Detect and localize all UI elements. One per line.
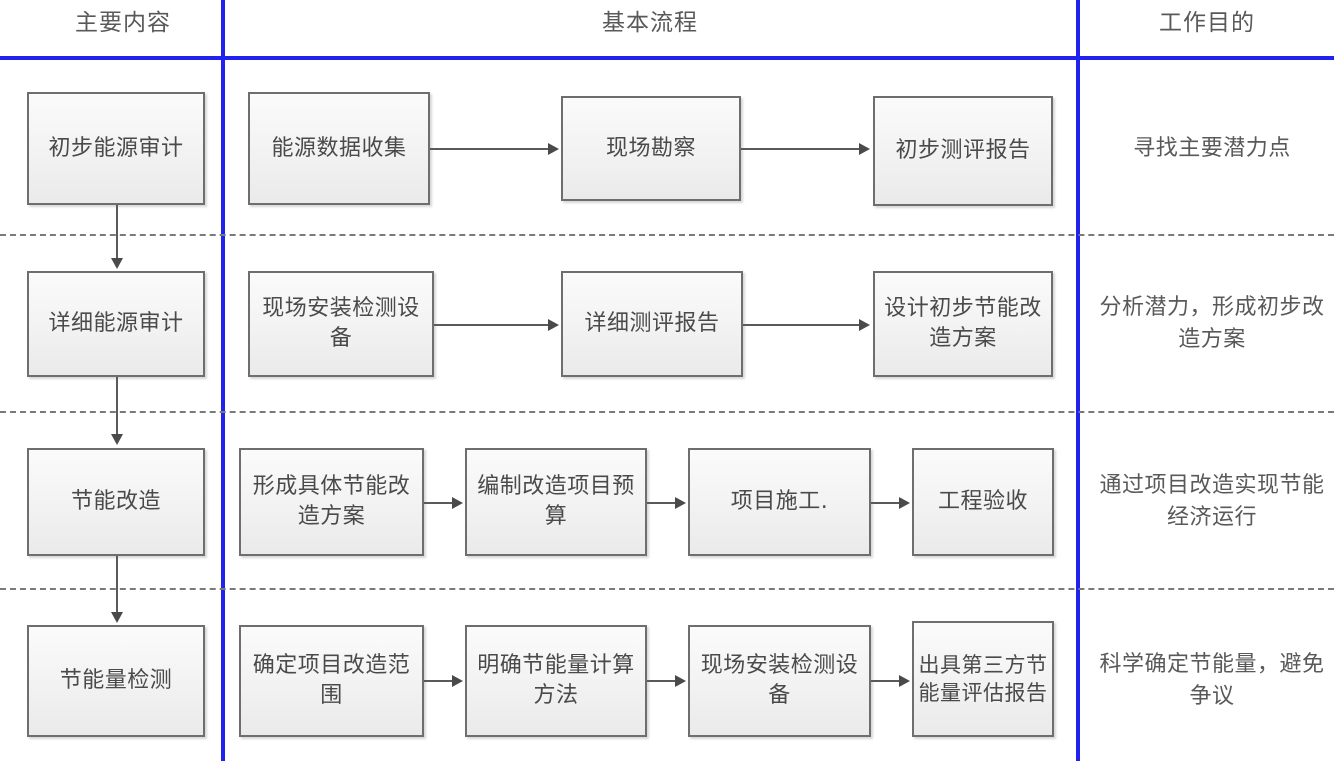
process-box-r3-s2[interactable]: 编制改造项目预算 (465, 448, 647, 556)
column-header-work-purpose: 工作目的 (1159, 10, 1255, 36)
arrow-main-r2-to-r3 (111, 434, 123, 445)
process-box-r3-s1[interactable]: 形成具体节能改造方案 (239, 448, 424, 556)
purpose-text-row-3: 通过项目改造实现节能经济运行 (1099, 473, 1325, 530)
connector-r1-s1-to-s2 (430, 148, 548, 150)
connector-r4-s2-to-s3 (647, 680, 675, 682)
process-box-r1-s2[interactable]: 现场勘察 (561, 96, 741, 201)
connector-r3-s2-to-s3 (647, 502, 675, 504)
arrow-r2-s1-to-s2 (548, 319, 559, 331)
arrow-r1-s2-to-s3 (859, 143, 870, 155)
row-separator-3 (0, 588, 1334, 590)
connector-main-r1-to-r2 (116, 205, 118, 262)
arrow-r3-s3-to-s4 (899, 497, 910, 509)
process-box-r2-s1[interactable]: 现场安装检测设备 (248, 271, 434, 377)
process-box-r1-s1[interactable]: 能源数据收集 (248, 92, 430, 205)
arrow-main-r3-to-r4 (111, 612, 123, 623)
process-box-r3-s3[interactable]: 项目施工. (688, 448, 871, 556)
connector-main-r2-to-r3 (116, 377, 118, 438)
column-divider-right (1076, 0, 1080, 761)
row-separator-2 (0, 411, 1334, 413)
connector-r3-s1-to-s2 (424, 502, 452, 504)
connector-main-r3-to-r4 (116, 556, 118, 616)
purpose-text-row-2: 分析潜力，形成初步改造方案 (1099, 295, 1325, 352)
process-box-r4-s4[interactable]: 出具第三方节能量评估报告 (912, 621, 1054, 737)
column-header-main-content: 主要内容 (75, 10, 171, 36)
process-box-r4-s2[interactable]: 明确节能量计算方法 (465, 625, 647, 737)
main-content-box-row-1[interactable]: 初步能源审计 (27, 92, 205, 205)
column-header-basic-process: 基本流程 (602, 10, 698, 36)
header-divider-line (0, 56, 1334, 60)
arrow-r3-s2-to-s3 (675, 497, 686, 509)
process-box-r2-s3[interactable]: 设计初步节能改造方案 (873, 271, 1053, 377)
connector-r4-s1-to-s2 (424, 680, 452, 682)
arrow-r4-s3-to-s4 (899, 675, 910, 687)
arrow-r4-s1-to-s2 (452, 675, 463, 687)
connector-r2-s2-to-s3 (743, 324, 859, 326)
process-box-r1-s3[interactable]: 初步测评报告 (873, 96, 1053, 206)
connector-r4-s3-to-s4 (871, 680, 899, 682)
process-box-r3-s4[interactable]: 工程验收 (912, 448, 1054, 556)
purpose-text-row-1: 寻找主要潜力点 (1133, 135, 1291, 161)
connector-r2-s1-to-s2 (434, 324, 548, 326)
arrow-r2-s2-to-s3 (859, 319, 870, 331)
connector-r1-s2-to-s3 (741, 148, 859, 150)
arrow-r4-s2-to-s3 (675, 675, 686, 687)
connector-r3-s3-to-s4 (871, 502, 899, 504)
main-content-box-row-3[interactable]: 节能改造 (27, 448, 205, 556)
process-box-r4-s1[interactable]: 确定项目改造范围 (239, 625, 424, 737)
process-box-r4-s3[interactable]: 现场安装检测设备 (688, 625, 871, 737)
row-separator-1 (0, 234, 1334, 236)
purpose-text-row-4: 科学确定节能量，避免争议 (1099, 652, 1325, 709)
arrow-r1-s1-to-s2 (548, 143, 559, 155)
main-content-box-row-2[interactable]: 详细能源审计 (27, 271, 205, 377)
arrow-main-r1-to-r2 (111, 258, 123, 269)
column-divider-left (221, 0, 225, 761)
arrow-r3-s1-to-s2 (452, 497, 463, 509)
main-content-box-row-4[interactable]: 节能量检测 (27, 625, 205, 737)
process-box-r2-s2[interactable]: 详细测评报告 (561, 271, 743, 377)
